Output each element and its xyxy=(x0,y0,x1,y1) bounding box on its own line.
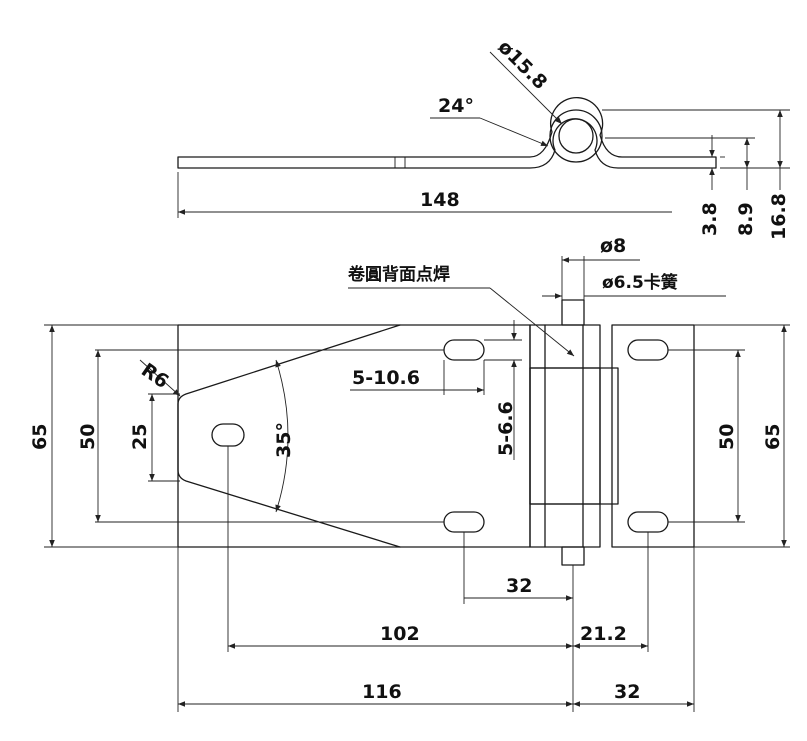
side-view: ø15.8 24° 148 3.8 8.9 16.8 xyxy=(177,36,790,240)
knuckle-outer-circle xyxy=(549,109,603,163)
slot-length-label: 5-10.6 xyxy=(352,367,420,389)
angle-arc xyxy=(275,359,289,513)
front-view: 65 50 25 R6 35° 5-10.6 5-6.6 卷圓背面点焊 xyxy=(29,235,790,712)
weld-note: 卷圓背面点焊 xyxy=(347,264,450,285)
side-total-height-label: 16.8 xyxy=(768,193,790,240)
slot-width-label: 5-6.6 xyxy=(495,401,517,456)
pin-bottom xyxy=(561,546,585,566)
slot-bottom-right xyxy=(627,511,669,533)
knuckle-inner-circle xyxy=(558,118,594,154)
slot-center-left xyxy=(211,423,245,447)
hole-offset-label: 32 xyxy=(506,575,532,597)
pin-top xyxy=(561,299,585,326)
side-diameter-label: ø15.8 xyxy=(493,36,551,94)
weld-note-leader xyxy=(489,287,575,357)
side-mid-height-label: 8.9 xyxy=(735,202,757,236)
radius-label: R6 xyxy=(137,359,172,393)
spring-label: ø6.5卡簧 xyxy=(602,272,678,293)
front-angle-label: 35° xyxy=(273,422,295,458)
side-length-label: 148 xyxy=(420,189,460,211)
slot-bottom-left xyxy=(443,511,485,533)
side-angle-label: 24° xyxy=(438,95,474,117)
angle-leader xyxy=(479,117,549,147)
left-leaf-length-label: 116 xyxy=(362,681,402,703)
right-height-label: 65 xyxy=(762,424,784,450)
diameter-leader xyxy=(489,51,563,125)
left-hole-spacing-label: 50 xyxy=(77,424,99,450)
knuckle-body xyxy=(529,324,601,548)
narrow-end-label: 25 xyxy=(129,424,151,450)
left-height-label: 65 xyxy=(29,424,51,450)
radius-leader xyxy=(139,359,181,397)
right-leaf-length-label: 32 xyxy=(614,681,640,703)
pin-diameter-label: ø8 xyxy=(600,235,626,257)
slot-top-left xyxy=(443,339,485,361)
center-slot-distance-label: 102 xyxy=(380,623,420,645)
right-leaf-outline xyxy=(611,324,695,548)
left-leaf-outline xyxy=(177,324,531,548)
side-thickness-label: 3.8 xyxy=(699,202,721,236)
knuckle-center-segment xyxy=(529,367,619,505)
slot-top-right xyxy=(627,339,669,361)
right-hole-spacing-label: 50 xyxy=(716,424,738,450)
right-slot-offset-label: 21.2 xyxy=(580,623,627,645)
tapered-edge xyxy=(177,324,401,548)
